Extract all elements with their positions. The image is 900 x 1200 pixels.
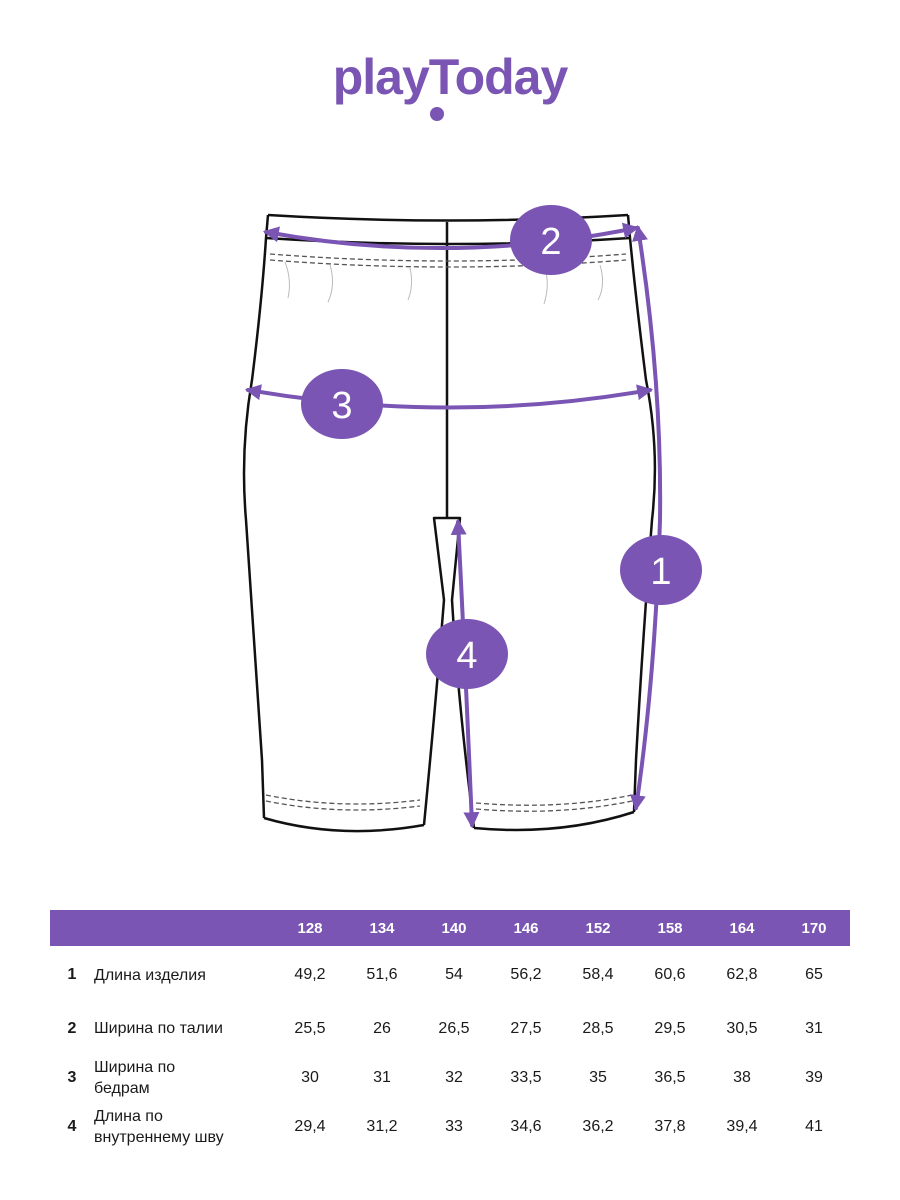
table-cell: 54 xyxy=(445,966,463,983)
table-row: 2 Ширина по талии 25,5 26 26,5 27,5 28,5… xyxy=(50,1004,850,1053)
table-cell: 34,6 xyxy=(510,1117,542,1135)
size-header: 140 xyxy=(441,919,467,937)
row-index: 1 xyxy=(67,966,77,983)
table-header-row: 128 134 140 146 152 158 164 170 xyxy=(50,910,850,946)
row-label-line: Ширина по xyxy=(94,1058,176,1076)
row-label: Длина по внутреннему шву xyxy=(94,1102,274,1151)
size-header: 158 xyxy=(657,919,683,937)
table-cell: 29,4 xyxy=(294,1117,326,1135)
table-cell: 38 xyxy=(733,1068,751,1086)
svg-text:1: 1 xyxy=(650,551,671,593)
table-cell: 58,4 xyxy=(582,966,614,983)
table-cell: 31 xyxy=(373,1068,391,1086)
brand-logo-text: playToday xyxy=(333,52,569,105)
table-cell: 36,2 xyxy=(582,1117,614,1135)
size-table: 128 134 140 146 152 158 164 170 1 Длина … xyxy=(50,910,850,1151)
table-cell: 39,4 xyxy=(726,1117,758,1135)
table-cell: 25,5 xyxy=(294,1019,326,1037)
table-cell: 26,5 xyxy=(438,1019,470,1037)
table-cell: 62,8 xyxy=(726,966,758,983)
measurement-arrows xyxy=(244,222,663,829)
table-cell: 35 xyxy=(589,1068,607,1086)
row-label-line: внутреннему шву xyxy=(94,1128,224,1146)
size-header: 164 xyxy=(729,919,755,937)
marker-1: 1 xyxy=(620,535,702,605)
table-cell: 36,5 xyxy=(654,1068,686,1086)
arrow-length xyxy=(629,224,663,812)
table-cell: 32 xyxy=(445,1068,463,1086)
table-cell: 49,2 xyxy=(294,966,326,983)
table-cell: 30 xyxy=(301,1068,319,1086)
row-label: Длина изделия xyxy=(94,966,206,984)
table-cell: 30,5 xyxy=(726,1019,758,1037)
logo-dot-icon xyxy=(430,107,444,121)
table-cell: 39 xyxy=(805,1068,823,1086)
row-label-line: бедрам xyxy=(94,1079,150,1097)
row-index: 2 xyxy=(67,1019,77,1037)
table-cell: 28,5 xyxy=(582,1019,614,1037)
size-header: 146 xyxy=(513,919,539,937)
row-label: Ширина по бедрам xyxy=(94,1053,274,1102)
table-cell: 60,6 xyxy=(654,966,686,983)
table-row: 4 Длина по внутреннему шву 29,4 31,2 33 3… xyxy=(50,1102,850,1151)
row-label: Ширина по талии xyxy=(94,1020,223,1037)
table-cell: 31 xyxy=(805,1019,823,1037)
brand-logo: playToday xyxy=(333,52,569,121)
shorts-outline xyxy=(242,213,657,833)
table-cell: 51,6 xyxy=(366,966,398,983)
size-header: 170 xyxy=(801,919,827,937)
marker-4: 4 xyxy=(426,619,508,689)
marker-2: 2 xyxy=(510,205,592,275)
marker-3: 3 xyxy=(301,369,383,439)
shorts-diagram: 2 3 1 4 xyxy=(242,205,702,833)
table-cell: 26 xyxy=(373,1019,391,1037)
table-cell: 41 xyxy=(805,1117,823,1135)
table-cell: 33,5 xyxy=(510,1068,542,1086)
svg-text:4: 4 xyxy=(456,635,477,677)
row-index: 4 xyxy=(67,1117,77,1135)
table-cell: 33 xyxy=(445,1117,463,1135)
table-cell: 65 xyxy=(805,966,823,983)
row-index: 3 xyxy=(67,1068,77,1086)
size-header: 128 xyxy=(297,919,323,937)
stitch-lines xyxy=(265,253,633,812)
svg-text:2: 2 xyxy=(540,221,561,263)
size-header: 152 xyxy=(585,919,611,937)
size-header: 134 xyxy=(369,919,395,937)
table-cell: 56,2 xyxy=(510,966,542,983)
table-row: 1 Длина изделия 49,2 51,6 54 56,2 58,4 6… xyxy=(50,946,850,1004)
table-cell: 27,5 xyxy=(510,1019,542,1037)
table-cell: 29,5 xyxy=(654,1019,686,1037)
table-cell: 37,8 xyxy=(654,1117,686,1135)
table-cell: 31,2 xyxy=(366,1117,398,1135)
svg-text:3: 3 xyxy=(331,385,352,427)
row-label-line: Длина по xyxy=(94,1107,163,1125)
